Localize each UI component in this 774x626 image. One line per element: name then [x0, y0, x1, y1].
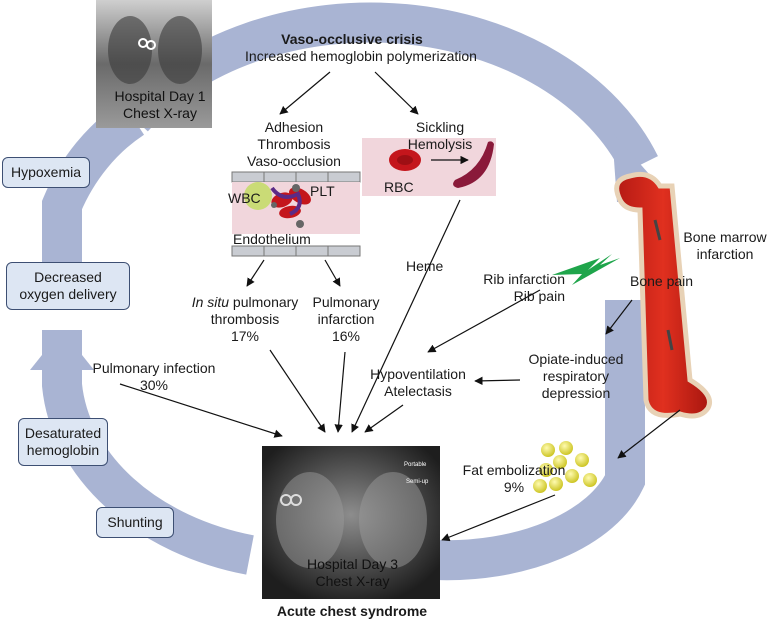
hypoventilation-line2: Atelectasis	[384, 383, 452, 399]
crisis-title: Vaso-occlusive crisis	[281, 31, 423, 47]
fat-block: Fat embolization 9%	[462, 462, 566, 496]
fat-line1: Fat embolization	[462, 462, 566, 478]
sickling-block: Sickling Hemolysis	[396, 119, 484, 153]
opiate-line2: respiratory	[542, 368, 610, 384]
xray-day3-line1: Hospital Day 3	[306, 556, 399, 572]
xray-day1-line2: Chest X-ray	[123, 105, 197, 121]
bone-marrow-line2: infarction	[696, 246, 754, 262]
outcome-label: Acute chest syndrome	[276, 603, 428, 619]
thrombosis-block: In situ pulmonary thrombosis 17%	[190, 294, 300, 345]
rbc-label: RBC	[384, 179, 414, 195]
desaturated-hemoglobin-box: Desaturated hemoglobin	[18, 418, 108, 466]
infection-block: Pulmonary infection 30%	[88, 360, 220, 394]
lightning-icon	[552, 254, 620, 285]
arrows	[119, 71, 681, 542]
opiate-block: Opiate-induced respiratory depression	[526, 351, 626, 402]
infection-line1: Pulmonary infection	[92, 360, 216, 376]
rib-block: Rib infarction Rib pain	[465, 271, 565, 305]
sickling-illustration	[362, 138, 496, 196]
heme-label: Heme	[406, 258, 444, 274]
desaturated-line1: Desaturated	[24, 425, 102, 441]
hypoventilation-line1: Hypoventilation	[370, 366, 466, 382]
thrombosis-italic: In situ	[191, 294, 230, 310]
xray-day3-caption: Hospital Day 3 Chest X-ray	[295, 556, 410, 590]
adhesion-line3: Vaso-occlusion	[247, 153, 341, 169]
opiate-line3: depression	[541, 385, 611, 401]
decreased-oxygen-line1: Decreased	[34, 269, 102, 285]
adhesion-line2: Thrombosis	[257, 136, 331, 152]
xray-day1-caption: Hospital Day 1 Chest X-ray	[110, 88, 210, 122]
thrombosis-line2: thrombosis	[210, 311, 280, 327]
xray-tag-semiup: Semi-up	[406, 479, 429, 485]
thrombosis-rest: pulmonary	[229, 294, 299, 310]
bone-pain-label: Bone pain	[630, 273, 694, 289]
decreased-oxygen-line2: oxygen delivery	[19, 286, 117, 302]
shunting-box: Shunting	[96, 507, 174, 538]
xray-day1-line1: Hospital Day 1	[114, 88, 206, 104]
sickling-line1: Sickling	[415, 119, 465, 135]
crisis-subtitle: Increased hemoglobin polymerization	[245, 48, 477, 64]
bone-marrow-block: Bone marrow infarction	[680, 229, 770, 263]
adhesion-block: Adhesion Thrombosis Vaso-occlusion	[232, 119, 356, 170]
infarction-block: Pulmonary infarction 16%	[306, 294, 386, 345]
bone-marrow-line1: Bone marrow	[683, 229, 767, 245]
rib-line1: Rib infarction	[483, 271, 565, 287]
hypoxemia-box: Hypoxemia	[2, 157, 90, 188]
infarction-pct: 16%	[331, 328, 361, 344]
plt-label: PLT	[310, 183, 335, 199]
sickling-line2: Hemolysis	[407, 136, 473, 152]
fat-globules	[533, 441, 597, 493]
rib-line2: Rib pain	[513, 288, 565, 304]
desaturated-line2: hemoglobin	[26, 442, 100, 458]
opiate-line1: Opiate-induced	[528, 351, 624, 367]
xray-tag-portable: Portable	[404, 462, 427, 468]
infarction-line2: infarction	[317, 311, 375, 327]
fat-pct: 9%	[503, 479, 525, 495]
bone-illustration	[614, 171, 712, 419]
shunting-label: Shunting	[107, 514, 163, 530]
decreased-oxygen-delivery-box: Decreased oxygen delivery	[6, 262, 130, 310]
endothelium-label: Endothelium	[233, 231, 311, 247]
wbc-label: WBC	[228, 190, 261, 206]
vessel-illustration	[231, 171, 361, 257]
hypoventilation-block: Hypoventilation Atelectasis	[364, 366, 472, 400]
adhesion-line1: Adhesion	[264, 119, 324, 135]
hypoxemia-label: Hypoxemia	[10, 164, 82, 180]
infection-pct: 30%	[139, 377, 169, 393]
thrombosis-pct: 17%	[230, 328, 260, 344]
xray-day3-line2: Chest X-ray	[315, 573, 390, 589]
infarction-line1: Pulmonary	[312, 294, 380, 310]
